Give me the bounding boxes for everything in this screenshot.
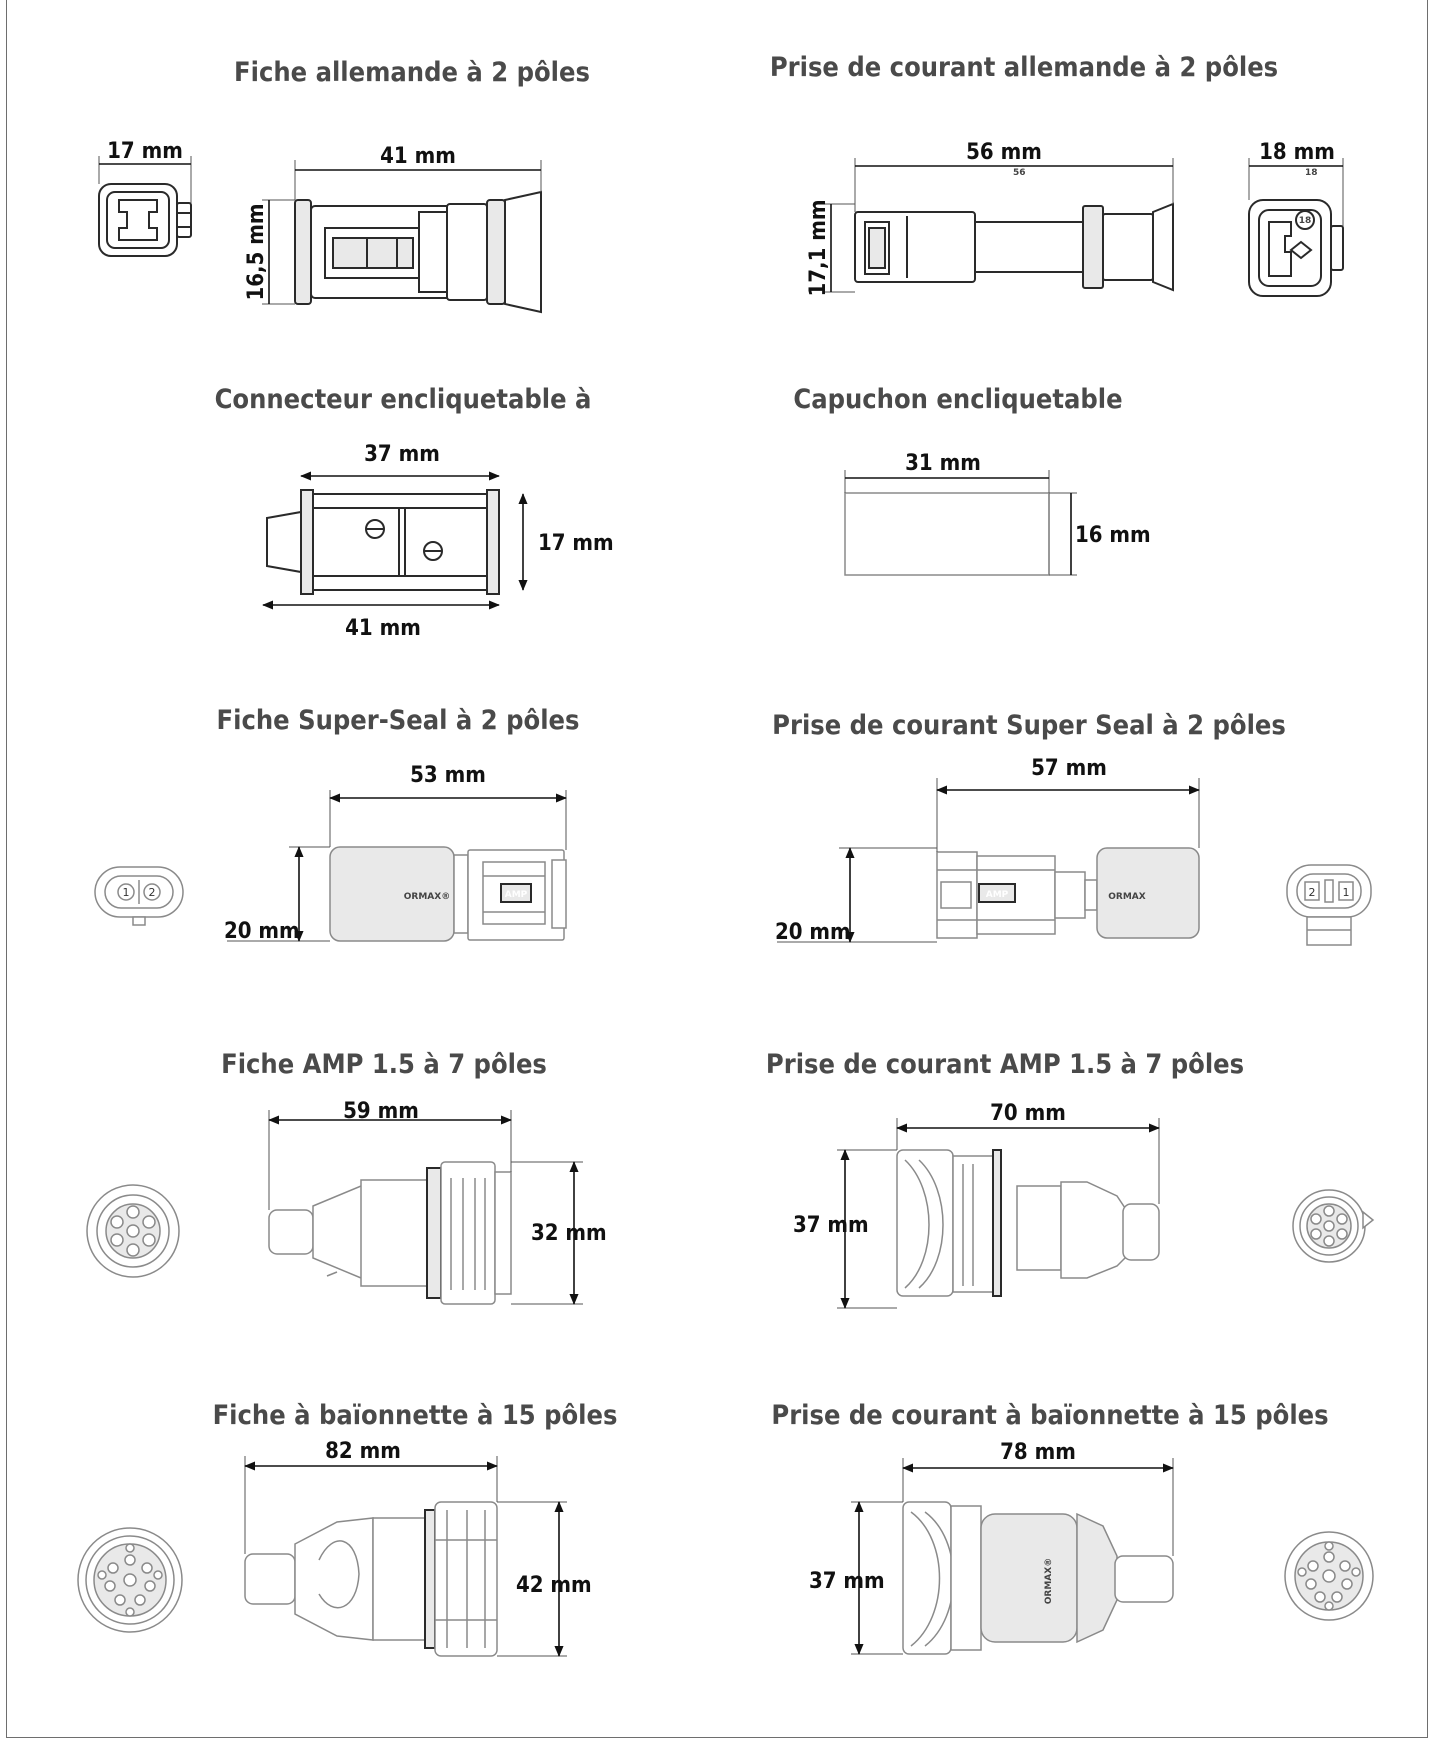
- amp-socket-height-dimension: 37 mm: [793, 1149, 897, 1309]
- german-plug-height-dimension: 16,5 mm: [244, 199, 295, 305]
- super-seal-plug-height-label: 20 mm: [224, 919, 300, 944]
- amp-socket-front-view: [1292, 1189, 1375, 1263]
- german-plug-length-label: 41 mm: [380, 144, 456, 169]
- german-socket-length-label: 56 mm: [966, 140, 1042, 165]
- snap-connector: Connecteur encliquetable à 37 mm 17 mm 4…: [215, 384, 614, 641]
- amp-plug-7-pole: Fiche AMP 1.5 à 7 pôles: [86, 1049, 607, 1305]
- snap-connector-height-dimension: 17 mm: [518, 493, 614, 591]
- german-socket-title: Prise de courant allemande à 2 pôles: [770, 52, 1278, 83]
- snap-cap-title: Capuchon encliquetable: [793, 384, 1122, 415]
- snap-connector-top-dimension: 37 mm: [300, 442, 500, 481]
- snap-connector-title: Connecteur encliquetable à: [215, 384, 592, 415]
- german-socket-side-view: [854, 202, 1174, 292]
- german-plug-2-pole: Fiche allemande à 2 pôles 17 mm: [98, 57, 590, 314]
- german-plug-title: Fiche allemande à 2 pôles: [234, 57, 590, 88]
- super-seal-plug-length-label: 53 mm: [410, 763, 486, 788]
- amp-plug-height-label: 32 mm: [531, 1221, 607, 1246]
- snap-cap-height-label: 16 mm: [1075, 523, 1151, 548]
- snap-connector-bottom-label: 41 mm: [345, 616, 421, 641]
- super-seal-plug-title: Fiche Super-Seal à 2 pôles: [217, 705, 580, 736]
- super-seal-socket-height-dimension: 20 mm: [775, 847, 937, 945]
- drawing-sheet: Fiche allemande à 2 pôles 17 mm: [6, 0, 1428, 1738]
- amp-plug-side-view: [268, 1161, 512, 1305]
- german-socket-front-view: 18: [1248, 199, 1344, 297]
- connector-dimension-drawing: Fiche allemande à 2 pôles 17 mm: [77, 52, 1375, 1657]
- bayonet-plug-length-dimension: 82 mm: [244, 1439, 498, 1554]
- bayonet-plug-height-label: 42 mm: [516, 1573, 592, 1598]
- snap-connector-drawing: [266, 489, 500, 595]
- super-seal-plug-brand-mark: ORMAX®: [404, 892, 450, 902]
- super-seal-plug-height-dimension: 20 mm: [224, 846, 330, 944]
- amp-plug-title: Fiche AMP 1.5 à 7 pôles: [221, 1049, 547, 1080]
- bayonet-plug-height-dimension: 42 mm: [497, 1501, 592, 1657]
- super-seal-plug-front-view: 1 2: [94, 866, 184, 926]
- bayonet-plug-side-view: [244, 1501, 498, 1657]
- german-plug-front-width-dimension: 17 mm: [98, 139, 192, 203]
- bayonet-socket-front-view: [1284, 1531, 1374, 1621]
- bayonet-socket-side-view: ORMAX®: [902, 1501, 1174, 1655]
- amp-plug-length-label: 59 mm: [343, 1099, 419, 1124]
- super-seal-socket-pin-2: 2: [1309, 886, 1316, 899]
- snap-connector-top-label: 37 mm: [364, 442, 440, 467]
- amp-socket-length-label: 70 mm: [990, 1101, 1066, 1126]
- bayonet-plug-15-pole: Fiche à baïonnette à 15 pôles: [77, 1400, 618, 1657]
- super-seal-plug-side-view: ORMAX® AMP: [329, 846, 567, 942]
- german-plug-length-dimension: 41 mm: [294, 144, 542, 200]
- snap-cap: Capuchon encliquetable 31 mm 16 mm: [793, 384, 1151, 576]
- super-seal-socket-height-label: 20 mm: [775, 920, 851, 945]
- bayonet-socket-15-pole: Prise de courant à baïonnette à 15 pôles…: [771, 1400, 1374, 1655]
- super-seal-plug-amp-mark: AMP: [505, 890, 528, 900]
- bayonet-socket-length-dimension: 78 mm: [902, 1440, 1174, 1556]
- snap-cap-drawing: [844, 492, 1050, 576]
- german-plug-front-width-label: 17 mm: [107, 139, 183, 164]
- bayonet-plug-front-view: [77, 1527, 183, 1633]
- bayonet-socket-title: Prise de courant à baïonnette à 15 pôles: [771, 1400, 1328, 1431]
- bayonet-socket-height-dimension: 37 mm: [809, 1501, 903, 1655]
- super-seal-socket-pin-1: 1: [1343, 886, 1350, 899]
- amp-socket-title: Prise de courant AMP 1.5 à 7 pôles: [766, 1049, 1244, 1080]
- super-seal-socket-2-pole: Prise de courant Super Seal à 2 pôles AM…: [772, 710, 1372, 946]
- german-socket-length-dimension: 56 mm 56: [854, 140, 1174, 212]
- super-seal-socket-brand-mark: ORMAX: [1108, 892, 1146, 902]
- german-plug-front-view: [98, 183, 192, 257]
- amp-plug-front-view: [86, 1184, 180, 1278]
- amp-socket-height-label: 37 mm: [793, 1213, 869, 1238]
- snap-cap-height-dimension: 16 mm: [1049, 492, 1151, 576]
- snap-cap-length-label: 31 mm: [905, 451, 981, 476]
- german-socket-length-small-label: 56: [1013, 168, 1026, 178]
- super-seal-socket-front-view: 2 1: [1286, 864, 1372, 946]
- super-seal-plug-pin-1: 1: [123, 886, 130, 899]
- super-seal-socket-length-label: 57 mm: [1031, 756, 1107, 781]
- snap-connector-bottom-dimension: 41 mm: [262, 600, 500, 641]
- german-socket-front-small-label: 18: [1305, 168, 1318, 178]
- german-socket-front-width-dimension: 18 mm 18: [1248, 140, 1344, 226]
- german-plug-height-label: 16,5 mm: [244, 204, 269, 301]
- amp-plug-length-dimension: 59 mm: [268, 1099, 512, 1210]
- german-socket-height-label: 17,1 mm: [806, 200, 831, 297]
- amp-socket-side-view: [896, 1149, 1160, 1297]
- amp-socket-7-pole: Prise de courant AMP 1.5 à 7 pôles 70 mm…: [766, 1049, 1375, 1309]
- super-seal-plug-pin-2: 2: [149, 886, 156, 899]
- super-seal-socket-side-view: AMP ORMAX: [936, 847, 1200, 939]
- super-seal-plug-length-dimension: 53 mm: [329, 763, 567, 850]
- amp-socket-length-dimension: 70 mm: [896, 1101, 1160, 1204]
- svg-text:18: 18: [1299, 216, 1312, 226]
- german-plug-side-view: [294, 190, 542, 314]
- super-seal-socket-length-dimension: 57 mm: [936, 756, 1200, 852]
- bayonet-socket-brand-mark: ORMAX®: [1044, 1558, 1054, 1604]
- bayonet-plug-title: Fiche à baïonnette à 15 pôles: [213, 1400, 618, 1431]
- german-socket-2-pole: Prise de courant allemande à 2 pôles 56 …: [770, 52, 1344, 297]
- german-socket-height-dimension: 17,1 mm: [806, 200, 855, 297]
- german-socket-front-width-label: 18 mm: [1259, 140, 1335, 165]
- super-seal-plug-2-pole: Fiche Super-Seal à 2 pôles 1 2 ORMAX® AM…: [94, 705, 580, 944]
- super-seal-socket-title: Prise de courant Super Seal à 2 pôles: [772, 710, 1286, 741]
- bayonet-socket-height-label: 37 mm: [809, 1569, 885, 1594]
- bayonet-socket-length-label: 78 mm: [1000, 1440, 1076, 1465]
- bayonet-plug-length-label: 82 mm: [325, 1439, 401, 1464]
- super-seal-socket-amp-mark: AMP: [986, 890, 1009, 900]
- snap-cap-length-dimension: 31 mm: [844, 451, 1050, 493]
- snap-connector-height-label: 17 mm: [538, 531, 614, 556]
- amp-plug-height-dimension: 32 mm: [511, 1161, 607, 1305]
